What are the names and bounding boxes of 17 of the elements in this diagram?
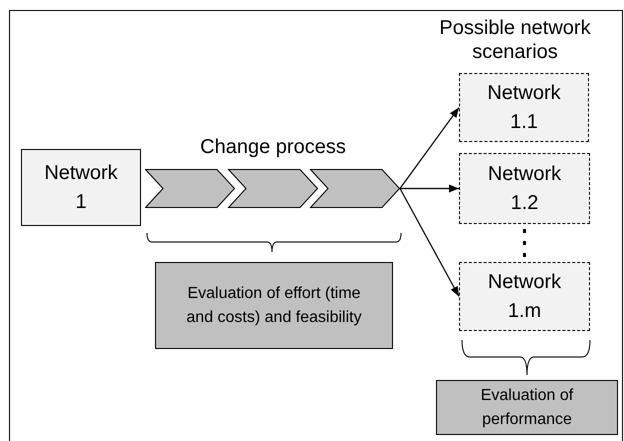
node-text: Network 1.2: [486, 162, 562, 216]
node-text: Network 1: [43, 160, 119, 214]
arrow: [400, 184, 459, 192]
process-heading: Change process: [199, 135, 347, 160]
evaluation-box: [436, 380, 618, 435]
arrow: [400, 107, 460, 189]
scenario-box: [459, 153, 590, 224]
node-text: Network 1.1: [486, 80, 562, 134]
arrow: [399, 188, 460, 297]
node-text: Evaluation of performance: [480, 386, 574, 430]
scenario-box: [459, 262, 590, 331]
node-text: Evaluation of effort (time and costs) and feasibility: [185, 284, 363, 328]
network-box: [21, 149, 141, 226]
node-text: Network 1.m: [486, 270, 562, 324]
heading-label: Possible network scenarios: [438, 16, 592, 64]
evaluation-box: [155, 262, 393, 349]
scenario-box: [459, 73, 589, 142]
